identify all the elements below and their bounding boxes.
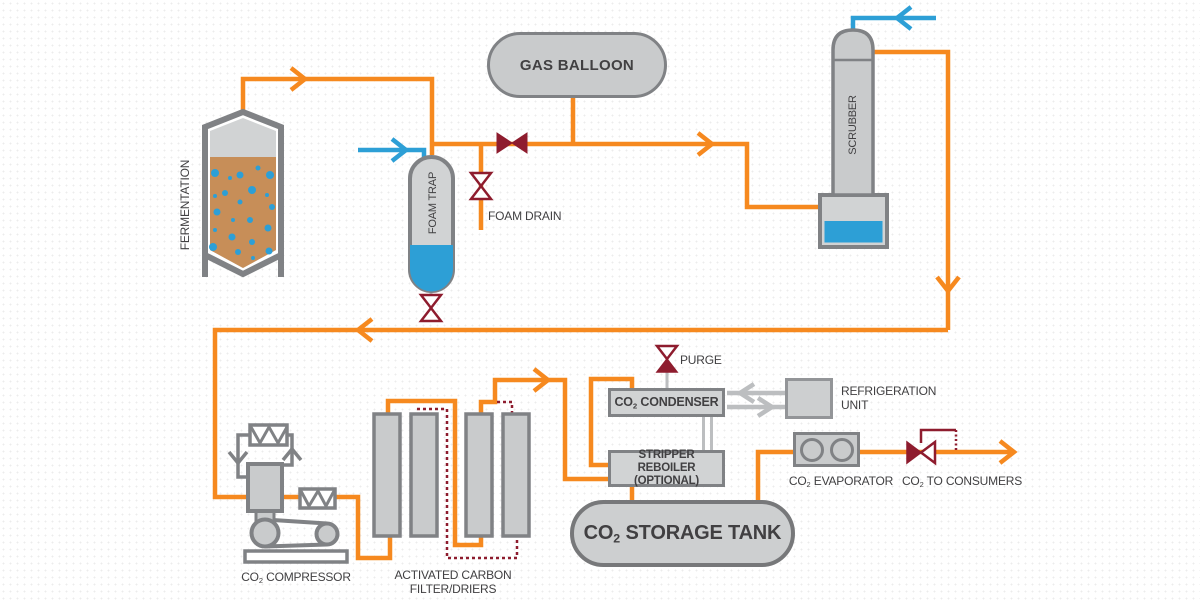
- purge-label: PURGE: [680, 353, 722, 367]
- co2-condenser: CO2 CONDENSER: [608, 388, 725, 417]
- flow-arrow-left-icon: [893, 5, 913, 31]
- pipe-reboiler-to-condenser: [588, 376, 635, 468]
- pipe-header-to-scrubber: [432, 141, 820, 210]
- filter-column-1: [372, 412, 402, 538]
- consumers-valve: [906, 428, 958, 466]
- refrigeration-unit: [785, 378, 833, 419]
- fermentation-tank: [202, 108, 284, 278]
- co2-bubbles: [209, 165, 275, 260]
- intercooler-coil-icon: [249, 423, 289, 447]
- valves: [418, 132, 958, 466]
- pipe-scrubber-inlet: [850, 15, 936, 32]
- refrigeration-unit-label: REFRIGERATION UNIT: [841, 384, 937, 412]
- pipe-fermenter-to-foamtrap: [240, 76, 435, 155]
- stripper-reboiler: STRIPPER REBOILER (OPTIONAL): [608, 449, 725, 487]
- flow-arrow-right-icon: [756, 396, 777, 418]
- flow-arrow-right-icon: [289, 66, 309, 92]
- carbon-filter-bank: [372, 412, 531, 538]
- gas-header-valve: [496, 132, 528, 154]
- co2-evaporator: [793, 432, 860, 467]
- flow-arrow-left-icon: [354, 317, 374, 343]
- pipe-scrubber-outlet: [873, 49, 951, 330]
- compressor-base: [243, 549, 349, 564]
- flow-arrow-right-icon: [998, 439, 1018, 465]
- pipe-foamtrap-inlet: [358, 147, 427, 160]
- filter-column-2: [409, 412, 439, 538]
- pipe-standby-filter-loop: [417, 407, 519, 560]
- gas-piping: [212, 49, 1018, 561]
- flow-arrow-up-icon: [281, 446, 303, 462]
- co2-to-consumers-label: CO2 TO CONSUMERS: [901, 474, 1023, 490]
- compressor-cylinder: [246, 462, 284, 513]
- scrubber-label: SCRUBBER: [847, 95, 859, 155]
- flow-arrow-down-icon: [935, 275, 961, 295]
- flywheel: [249, 517, 281, 549]
- stripper-reboiler-label-line1: STRIPPER REBOILER: [637, 449, 696, 474]
- pipe-filters-to-reboiler: [478, 377, 608, 482]
- standby-filter-piping: [417, 400, 519, 560]
- flow-arrow-right-icon: [390, 137, 410, 163]
- flow-arrow-down-icon: [227, 450, 249, 466]
- scrubber-liquid: [824, 221, 883, 243]
- co2-compressor: [227, 423, 349, 564]
- scrubber-column: [818, 28, 889, 249]
- purge-valve: [654, 344, 680, 373]
- co2-storage-tank: CO2 STORAGE TANK: [570, 500, 795, 567]
- foam-trap-label: FOAM TRAP: [427, 171, 439, 235]
- stripper-reboiler-label-line2: (OPTIONAL): [633, 475, 700, 487]
- co2-storage-tank-label: CO2 STORAGE TANK: [583, 521, 782, 546]
- flow-arrow-right-icon: [532, 367, 552, 393]
- fermenting-liquid: [210, 157, 276, 268]
- co2-compressor-label: CO2 COMPRESSOR: [241, 570, 351, 586]
- gas-balloon-label: GAS BALLOON: [519, 56, 635, 74]
- gas-balloon: GAS BALLOON: [487, 32, 667, 98]
- flow-arrow-left-icon: [735, 382, 756, 404]
- pipe-filter1-to-filter3: [385, 398, 484, 548]
- foam-trap-liquid: [410, 245, 453, 292]
- evaporator-coil-icon: [799, 437, 824, 462]
- fermentation-label: FERMENTATION: [178, 159, 192, 251]
- filter-column-3: [464, 412, 494, 538]
- scrubber-shell: [831, 28, 875, 197]
- foam-drain-valve: [468, 171, 494, 201]
- cooling-loop-left: [236, 433, 250, 479]
- foam-trap-vessel: [408, 155, 455, 293]
- pipe-standby-filter-top: [497, 400, 514, 413]
- motor-pulley: [314, 521, 340, 547]
- aftercooler-coil-icon: [299, 487, 336, 510]
- flow-arrow-right-icon: [696, 131, 716, 157]
- filter-column-4: [501, 412, 531, 538]
- evaporator-coil-icon: [829, 437, 854, 462]
- pipe-return-to-compressor: [212, 327, 948, 561]
- foam-trap-drain-valve: [418, 293, 444, 323]
- foam-drain-label: FOAM DRAIN: [488, 209, 562, 223]
- co2-evaporator-label: CO2 EVAPORATOR: [788, 474, 894, 490]
- carbon-filters-label: ACTIVATED CARBON FILTER/DRIERS: [394, 568, 512, 596]
- co2-condenser-label: CO2 CONDENSER: [614, 394, 719, 411]
